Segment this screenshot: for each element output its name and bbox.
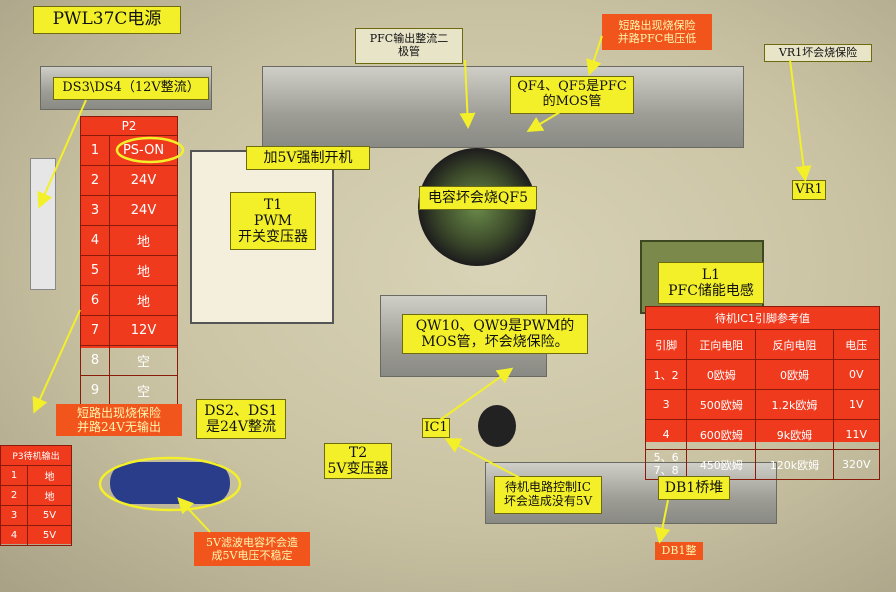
pfc-diode-label: PFC输出整流二 极管 bbox=[355, 28, 463, 64]
db1-label: DB1桥堆 bbox=[658, 476, 730, 500]
ic-cell: 450欧姆 bbox=[686, 449, 757, 480]
p3-header: P3待机输出 bbox=[0, 445, 72, 466]
ic-cell: 320V bbox=[832, 449, 881, 480]
ds3-ds4-label: DS3\DS4（12V整流） bbox=[53, 77, 209, 100]
ic-control-label: 待机电路控制IC 坏会造成没有5V bbox=[494, 476, 602, 514]
ic-cell: 600欧姆 bbox=[686, 419, 757, 450]
ic-table-header: 正向电阻 bbox=[686, 329, 757, 360]
ic-cell: 0欧姆 bbox=[755, 359, 834, 390]
vr1-label: VR1 bbox=[792, 180, 826, 200]
ic1-capacitor bbox=[478, 405, 516, 447]
p2-pin: 3 bbox=[80, 195, 110, 226]
p2-signal: 24V bbox=[109, 165, 178, 196]
ic-table-header: 电压 bbox=[832, 329, 881, 360]
ic-cell: 120k欧姆 bbox=[755, 449, 834, 480]
ic-cell: 11V bbox=[832, 419, 881, 450]
db1-bottom-note: DB1整 bbox=[655, 542, 703, 560]
p2-signal: 12V bbox=[109, 315, 178, 346]
p2-signal: 地 bbox=[109, 285, 178, 316]
cap-5v-note: 5V滤波电容坏会造 成5V电压不稳定 bbox=[194, 532, 310, 566]
p3-pin: 4 bbox=[0, 525, 28, 546]
left-connector bbox=[30, 158, 56, 290]
p3-pin: 2 bbox=[0, 485, 28, 506]
p2-signal: 地 bbox=[109, 225, 178, 256]
short-24v-note: 短路出现烧保险 并路24V无输出 bbox=[56, 404, 182, 436]
p2-header: P2 bbox=[80, 116, 178, 136]
p2-pin: 1 bbox=[80, 135, 110, 166]
p3-signal: 地 bbox=[27, 465, 72, 486]
ic-cell: 1、2 bbox=[644, 359, 688, 390]
p2-pin: 6 bbox=[80, 285, 110, 316]
p2-pin: 2 bbox=[80, 165, 110, 196]
vr1-note: VR1坏会烧保险 bbox=[764, 44, 872, 62]
ic1-label: IC1 bbox=[422, 418, 450, 438]
p2-pin: 4 bbox=[80, 225, 110, 256]
p2-signal: 空 bbox=[109, 375, 178, 406]
p3-signal: 5V bbox=[27, 505, 72, 526]
p2-arrow bbox=[32, 309, 81, 414]
ic-cell: 4 bbox=[644, 419, 688, 450]
ic-cell: 3 bbox=[644, 389, 688, 420]
ic-cell: 1.2k欧姆 bbox=[755, 389, 834, 420]
ic-cell: 9k欧姆 bbox=[755, 419, 834, 450]
p2-pin: 7 bbox=[80, 315, 110, 346]
t2-label: T2 5V变压器 bbox=[324, 443, 392, 479]
ic-cell: 0欧姆 bbox=[686, 359, 757, 390]
ic-cell: 500欧姆 bbox=[686, 389, 757, 420]
5v-capacitor bbox=[110, 462, 230, 504]
ic-table-title: 待机IC1引脚参考值 bbox=[645, 306, 880, 330]
ic-cell: 0V bbox=[832, 359, 881, 390]
p3-pin: 3 bbox=[0, 505, 28, 526]
vr1-arrow bbox=[789, 59, 812, 182]
p2-signal: 地 bbox=[109, 255, 178, 286]
l1-label: L1 PFC储能电感 bbox=[658, 262, 764, 304]
ic-table-header: 反向电阻 bbox=[755, 329, 834, 360]
ic-table-header: 引脚 bbox=[644, 329, 688, 360]
ic-cell: 5、6 7、8 bbox=[644, 449, 688, 480]
ds2-ds1-label: DS2、DS1 是24V整流 bbox=[196, 399, 286, 439]
ic1-reference-table: 待机IC1引脚参考值 引脚 正向电阻 反向电阻 电压 1、2 0欧姆 0欧姆 0… bbox=[644, 306, 881, 480]
p2-pin: 9 bbox=[80, 375, 110, 406]
ps-on-label: 加5V强制开机 bbox=[246, 146, 370, 170]
p3-signal: 5V bbox=[27, 525, 72, 546]
p3-signal: 地 bbox=[27, 485, 72, 506]
p2-signal: PS-ON bbox=[109, 135, 178, 166]
ic-cell: 1V bbox=[832, 389, 881, 420]
cap-qf5-label: 电容坏会烧QF5 bbox=[419, 186, 537, 210]
qf4-qf5-label: QF4、QF5是PFC 的MOS管 bbox=[510, 76, 634, 114]
qw10-qw9-label: QW10、QW9是PWM的 MOS管，坏会烧保险。 bbox=[402, 314, 588, 354]
top-heatsink bbox=[262, 66, 744, 148]
p3-pin: 1 bbox=[0, 465, 28, 486]
p2-pin: 5 bbox=[80, 255, 110, 286]
short-pfc-note: 短路出现烧保险 并路PFC电压低 bbox=[602, 14, 712, 50]
page-title: PWL37C电源 bbox=[33, 6, 181, 34]
cap-5v-arrow bbox=[177, 497, 211, 533]
p2-signal: 24V bbox=[109, 195, 178, 226]
p2-signal: 空 bbox=[109, 345, 178, 376]
t1-label: T1 PWM 开关变压器 bbox=[230, 192, 316, 250]
p2-pin: 8 bbox=[80, 345, 110, 376]
